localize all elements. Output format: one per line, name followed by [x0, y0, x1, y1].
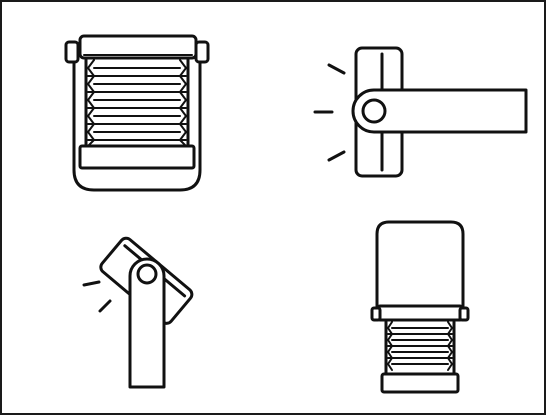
stand-tilting-view-icon — [82, 236, 194, 389]
folding-stand-front-view-icon — [64, 34, 210, 192]
motion-tick — [327, 63, 346, 75]
motion-tick — [82, 280, 101, 287]
motion-tick — [327, 150, 346, 162]
stand-extended-view-icon — [370, 220, 470, 394]
motion-tick — [98, 299, 112, 313]
stand-rotating-side-view-icon — [313, 46, 528, 178]
